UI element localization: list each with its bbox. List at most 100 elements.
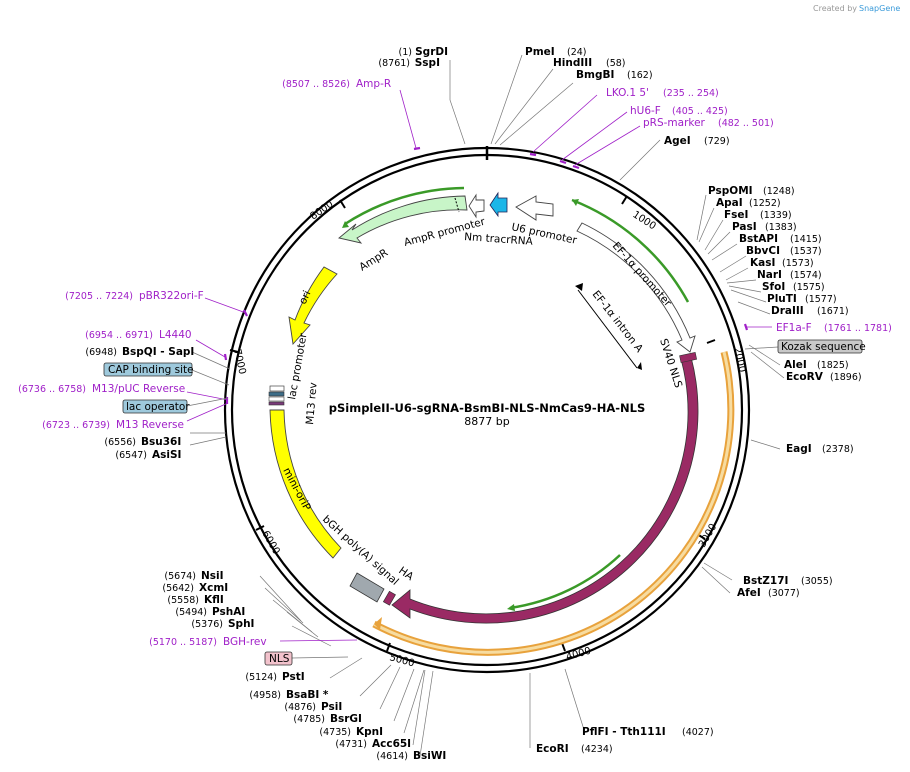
site-kasi[interactable]: KasI — [750, 257, 775, 269]
site-pasi[interactable]: PasI — [732, 221, 757, 233]
site-sphi[interactable]: SphI — [228, 618, 254, 630]
site-bsiwi[interactable]: BsiWI — [413, 750, 446, 762]
site-apai[interactable]: ApaI — [716, 197, 743, 209]
bgh-polya-feature[interactable] — [349, 572, 385, 603]
site-sfoi[interactable]: SfoI — [762, 281, 785, 293]
site-pos: (4027) — [682, 727, 714, 738]
site-bstapi[interactable]: BstAPI — [739, 233, 778, 245]
site-pos: (162) — [627, 70, 653, 81]
site-bbvci[interactable]: BbvCI — [746, 245, 780, 257]
sv40-nls-feature[interactable] — [679, 352, 698, 363]
primer-ef1a-f[interactable]: EF1a-F — [776, 322, 812, 334]
tick-label: 1000 — [630, 209, 657, 232]
site-pos: (1573) — [782, 258, 814, 269]
intron-start-marker — [575, 283, 583, 291]
cap-binding-site-box[interactable] — [103, 362, 193, 377]
plasmid-length: 8877 bp — [464, 415, 509, 428]
ef1a-intron-line — [577, 289, 638, 369]
ampr-promoter-arrow[interactable] — [468, 193, 485, 219]
ef1a-intron-label: EF-1α intron A — [590, 288, 646, 355]
primer-range: (1761 .. 1781) — [824, 323, 892, 334]
site-pshai[interactable]: PshAI — [212, 606, 245, 618]
tick-label: 5000 — [388, 652, 415, 669]
plasmid-name: pSimpleII-U6-sgRNA-BsmBI-NLS-NmCas9-HA-N… — [329, 401, 645, 415]
site-asisi[interactable]: AsiSI — [152, 449, 181, 461]
lac-operator-box[interactable] — [122, 399, 188, 414]
site-nsii[interactable]: NsiI — [201, 570, 224, 582]
site-sgrdi[interactable]: SgrDI — [415, 46, 448, 58]
nmcas9-feature[interactable] — [391, 356, 699, 624]
site-bsrgi[interactable]: BsrGI — [330, 713, 362, 725]
primer-pbr322ori-f[interactable]: pBR322ori-F — [139, 290, 204, 302]
u6-promoter-feature[interactable] — [515, 195, 554, 221]
primer-lko1[interactable]: LKO.1 5' — [606, 87, 649, 99]
tick-label: 8000 — [308, 199, 335, 223]
primer-amp-r[interactable]: Amp-R — [356, 78, 391, 90]
site-nari[interactable]: NarI — [757, 269, 782, 281]
site-hindiii[interactable]: HindIII — [553, 57, 592, 69]
primer-range: (482 .. 501) — [718, 118, 774, 129]
lac-operator-leader — [186, 397, 229, 407]
site-labels: SgrDI (1) SspI (8761) PmeI (24) HindIII … — [378, 46, 861, 755]
site-sspi[interactable]: SspI — [415, 57, 440, 69]
site-acc65i[interactable]: Acc65I — [372, 738, 411, 750]
site-ecorv[interactable]: EcoRV — [786, 371, 824, 383]
ef1a-promoter-feature[interactable] — [576, 222, 696, 353]
ha-label: HA — [396, 565, 416, 584]
lac-operator-feature[interactable] — [268, 391, 285, 397]
primer-range: (405 .. 425) — [672, 106, 728, 117]
lac-promoter-feature[interactable] — [269, 385, 285, 392]
site-afei[interactable]: AfeI — [737, 587, 761, 599]
site-pmei[interactable]: PmeI — [525, 46, 555, 58]
site-ecori[interactable]: EcoRI — [536, 743, 569, 755]
kozak-sequence-box[interactable] — [777, 339, 863, 354]
ef1a-green-arc — [571, 198, 690, 303]
cds-arc-inner — [373, 351, 733, 654]
site-kpni[interactable]: KpnI — [356, 726, 383, 738]
primer-range: (8507 .. 8526) — [282, 79, 350, 90]
site-xcmi[interactable]: XcmI — [199, 582, 228, 594]
site-pos: (1825) — [817, 360, 849, 371]
site-psii[interactable]: PsiI — [321, 701, 342, 713]
primer-bgh-rev[interactable]: BGH-rev — [223, 636, 267, 648]
site-pos: (4735) — [319, 727, 351, 738]
site-psti[interactable]: PstI — [282, 671, 305, 683]
site-eagi[interactable]: EagI — [786, 443, 812, 455]
nm-tracrrna-label: Nm tracrRNA — [464, 231, 534, 248]
site-pos: (24) — [567, 47, 587, 58]
nm-tracrrna-feature[interactable] — [489, 191, 508, 218]
primer-l4440[interactable]: L4440 — [159, 329, 192, 341]
primer-hu6-f[interactable]: hU6-F — [630, 105, 661, 117]
ha-feature[interactable] — [382, 590, 396, 606]
ampr-feature[interactable] — [338, 195, 468, 244]
site-kfli[interactable]: KflI — [204, 594, 224, 606]
site-agei[interactable]: AgeI — [664, 135, 691, 147]
site-pspomi[interactable]: PspOMI — [708, 185, 753, 197]
site-draiii[interactable]: DraIII — [771, 305, 804, 317]
lac-operator-label: lac operator — [126, 401, 190, 413]
ampr-promoter-boundary — [454, 197, 460, 213]
site-pos: (1574) — [790, 270, 822, 281]
site-bstz17i[interactable]: BstZ17I — [743, 575, 788, 587]
site-bsu36i[interactable]: Bsu36I — [141, 436, 181, 448]
site-bmgbi[interactable]: BmgBI — [576, 69, 614, 81]
primer-prs-marker[interactable]: pRS-marker — [643, 117, 706, 129]
ori-feature[interactable] — [288, 266, 338, 346]
m13-rev-feature[interactable] — [268, 396, 285, 402]
site-alei[interactable]: AleI — [784, 359, 807, 371]
ampr-arc-arrowhead — [342, 221, 349, 228]
primer-range: (235 .. 254) — [663, 88, 719, 99]
site-pluti[interactable]: PluTI — [767, 293, 797, 305]
ampr-green-arc — [344, 186, 465, 226]
nls-box[interactable] — [264, 651, 293, 666]
site-fsei[interactable]: FseI — [724, 209, 748, 221]
primer-m13-puc-reverse[interactable]: M13/pUC Reverse — [92, 383, 185, 395]
site-bsabi[interactable]: BsaBI * — [286, 689, 329, 701]
mini-orip-feature[interactable] — [269, 409, 342, 559]
site-bspqi-sapi[interactable]: BspQI - SapI — [122, 346, 194, 358]
green-arrowhead — [572, 199, 579, 206]
primer-m13-reverse[interactable]: M13 Reverse — [116, 419, 184, 431]
site-pos: (1) — [399, 47, 412, 58]
site-pos: (8761) — [378, 58, 410, 69]
site-pflfi-tth111i[interactable]: PflFI - Tth111I — [582, 726, 666, 738]
